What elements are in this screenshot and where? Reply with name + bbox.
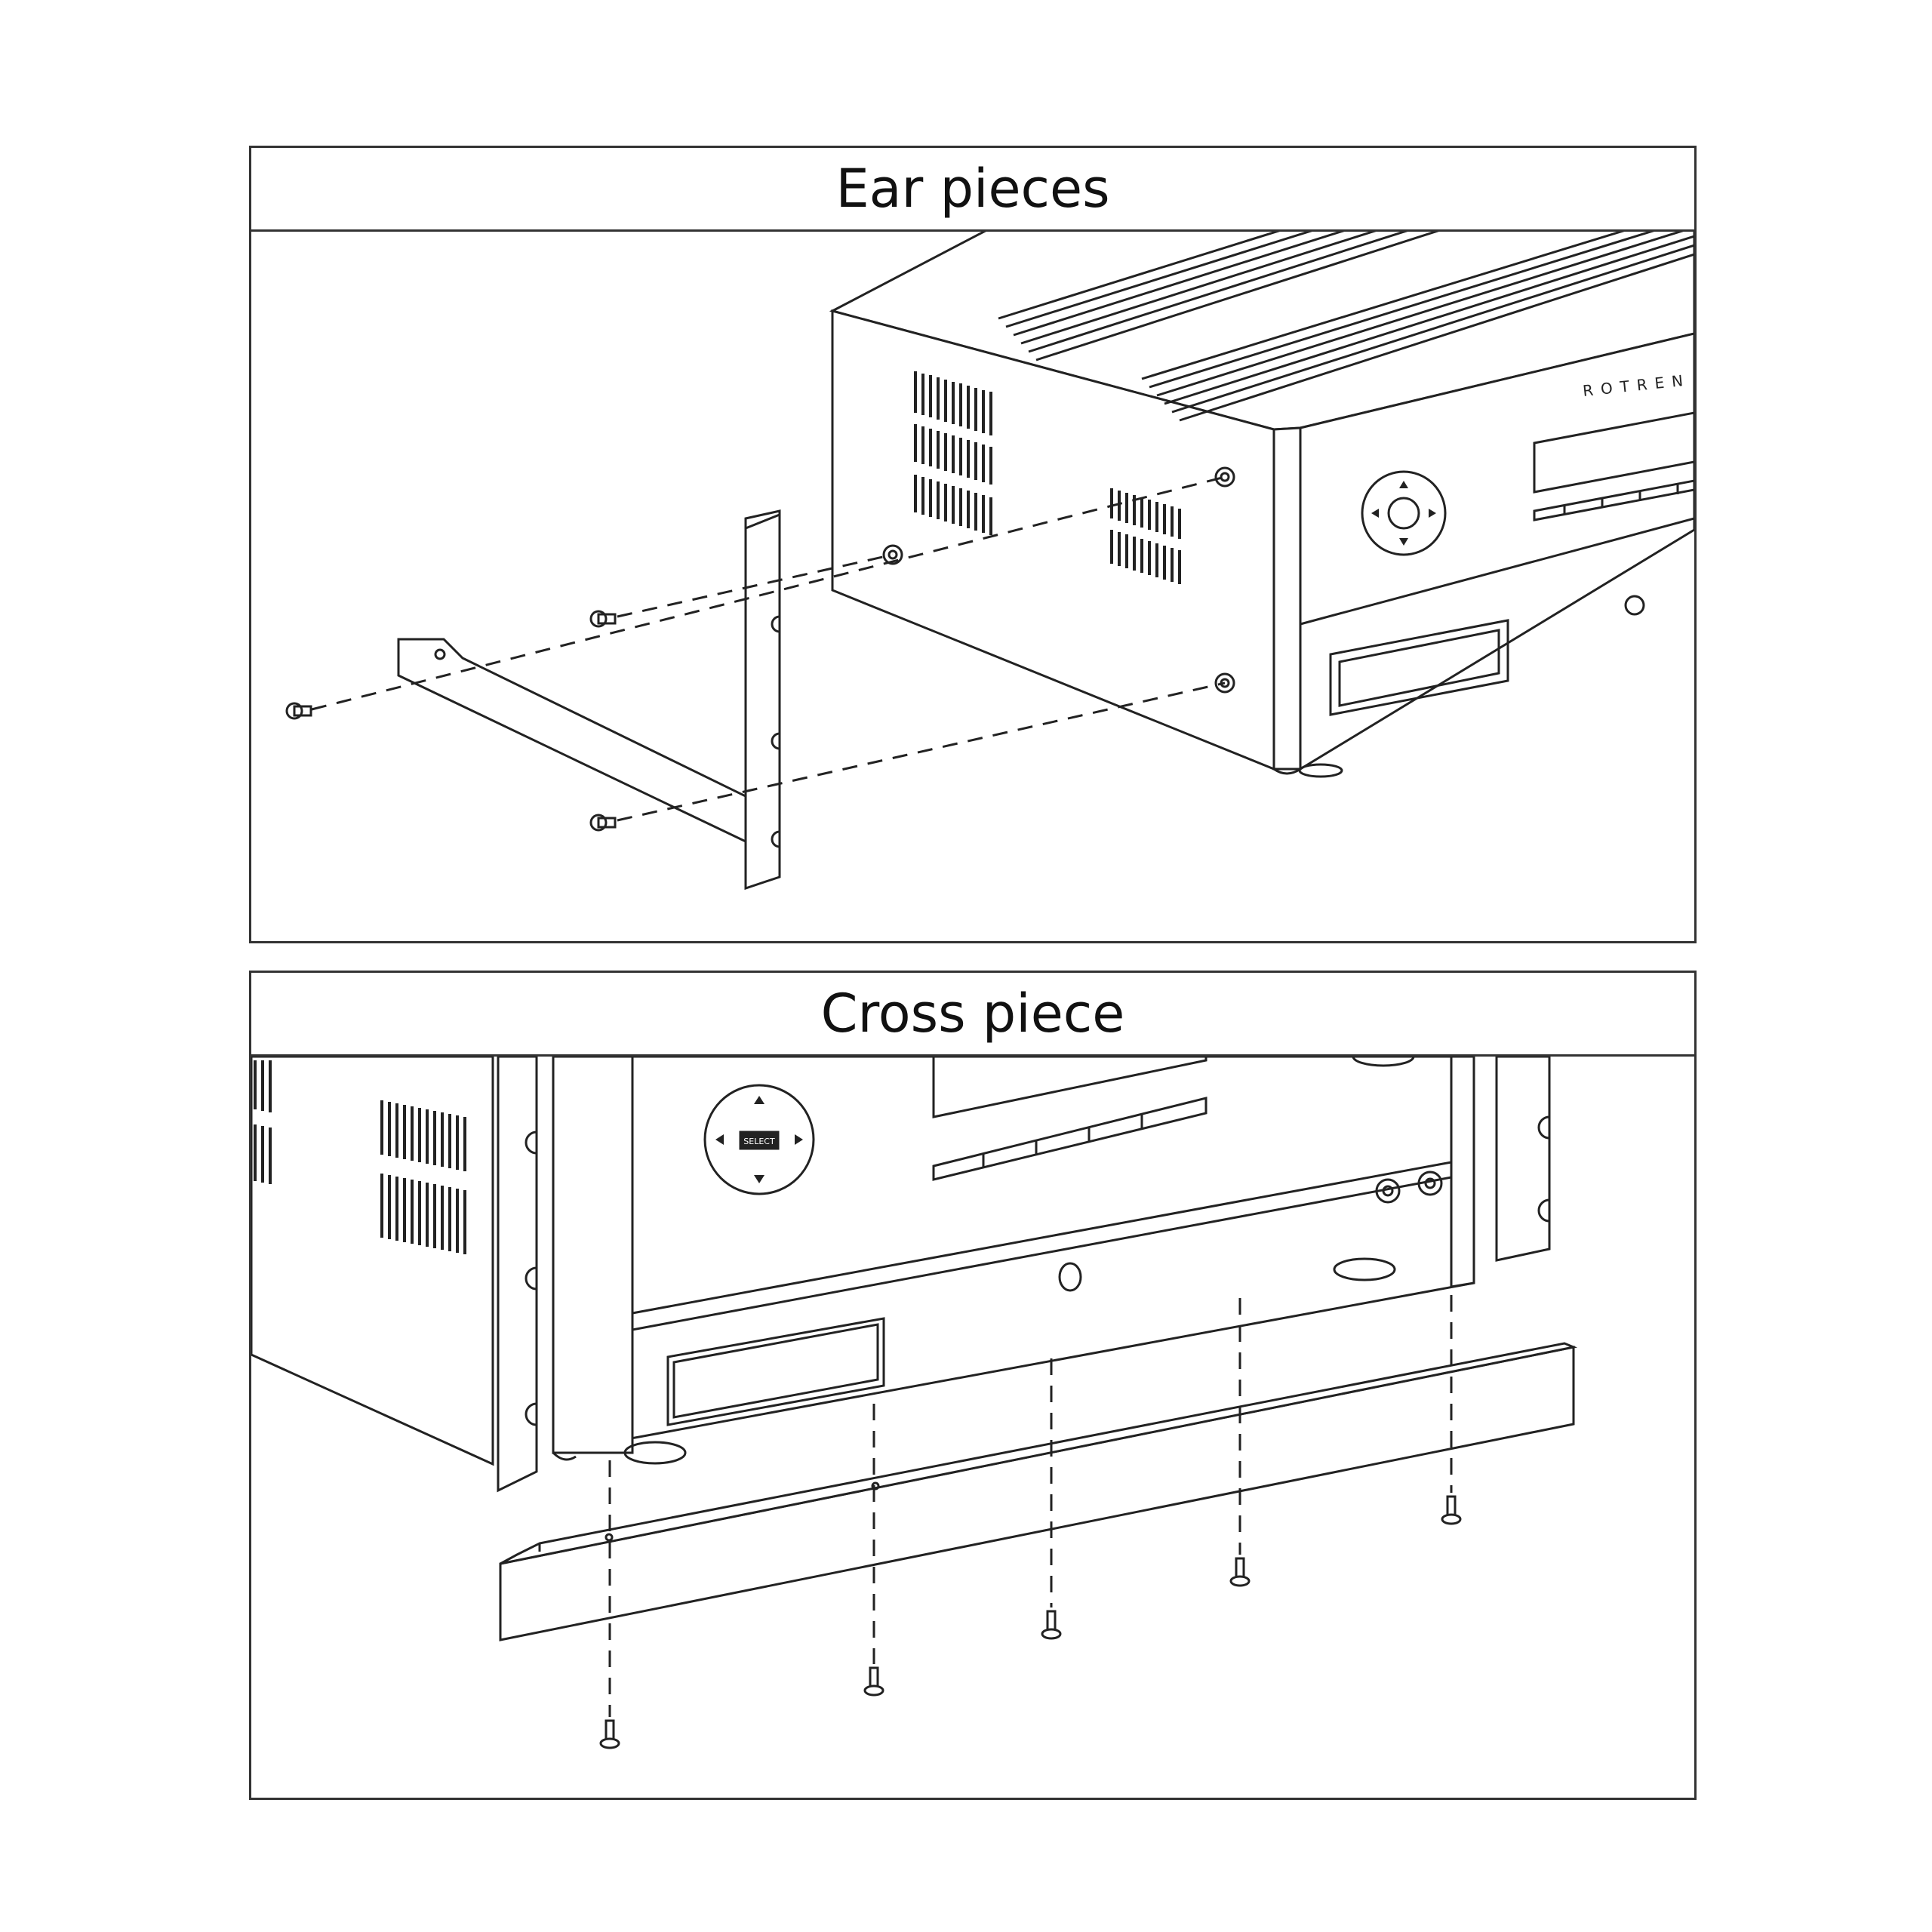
front-door-window: [1329, 619, 1509, 716]
up-arrow-icon: [1399, 481, 1408, 488]
side-vents: [914, 371, 1181, 584]
side-vents: [254, 1060, 466, 1254]
display-window: [932, 1057, 1208, 1118]
power-button: [1624, 595, 1645, 616]
front-door-window: [666, 1317, 885, 1426]
foot-right: [1333, 1257, 1396, 1281]
power-button: [1058, 1262, 1082, 1292]
panel-title-cross-piece: Cross piece: [251, 973, 1694, 1057]
navigation-wheel: [1361, 470, 1447, 556]
down-arrow-icon: [754, 1175, 764, 1183]
front-ledge: [631, 1161, 1453, 1331]
input-jack-1: [1375, 1178, 1401, 1204]
button-strip: [1533, 479, 1694, 521]
display-window: [1533, 411, 1694, 494]
right-arrow-icon: [1429, 509, 1436, 518]
ear-pieces-panel: Ear pieces: [249, 146, 1697, 943]
left-rack-ear: [497, 1057, 538, 1493]
navigation-wheel: [703, 1084, 815, 1195]
top-vents: [998, 232, 1694, 422]
guide-lines: [608, 1268, 1453, 1717]
select-label: SELECT: [743, 1137, 775, 1146]
left-arrow-icon: [715, 1134, 724, 1145]
cross-piece-illustration: SELECT: [251, 1057, 1578, 1749]
receiver-front: SELECT: [552, 1057, 1551, 1465]
receiver-unit: [829, 232, 1694, 778]
foot-left: [623, 1441, 687, 1465]
screws: [285, 610, 617, 832]
ear-piece-bracket: [397, 509, 781, 891]
up-arrow-icon: [754, 1096, 764, 1104]
button-strip: [932, 1097, 1208, 1181]
screws: [599, 1495, 1462, 1749]
down-arrow-icon: [1399, 538, 1408, 546]
cross-piece-panel: Cross piece: [249, 971, 1697, 1800]
front-panel: [1329, 411, 1694, 716]
select-button: [739, 1131, 780, 1150]
input-jack-2: [1417, 1171, 1443, 1196]
right-arrow-icon: [795, 1134, 803, 1145]
receiver-side: [251, 1057, 494, 1466]
panel-title-ear-pieces: Ear pieces: [251, 148, 1694, 232]
ear-pieces-illustration: ROTREN: [285, 232, 1694, 891]
guide-lines: [311, 475, 1226, 822]
left-arrow-icon: [1371, 509, 1379, 518]
cross-piece-rail: [499, 1342, 1578, 1641]
receiver-screw-holes: [882, 466, 1235, 694]
